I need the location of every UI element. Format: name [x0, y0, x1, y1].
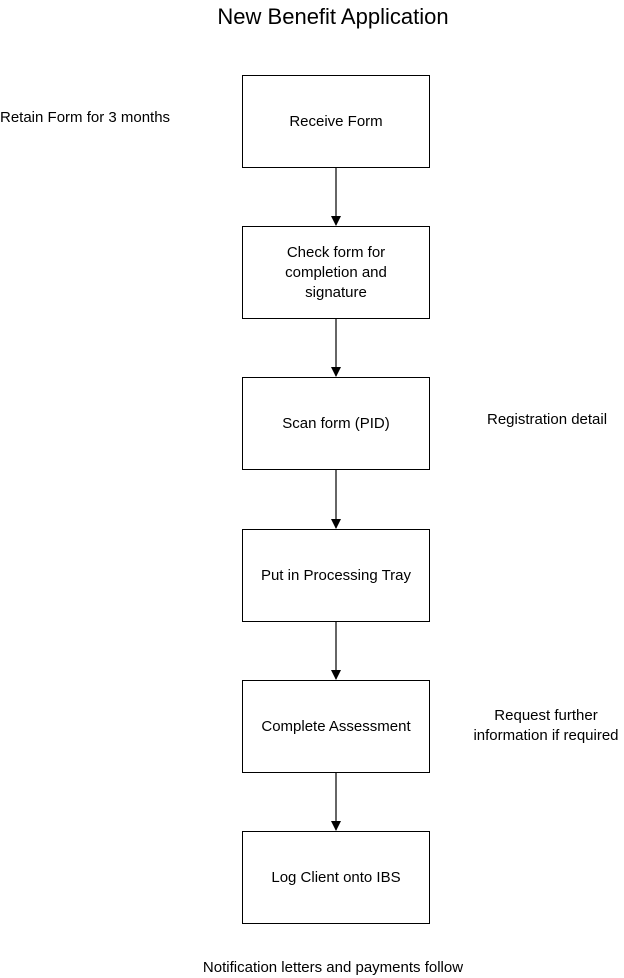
diagram-title: New Benefit Application [217, 4, 449, 29]
step-check-form: Check form for completion and signature [242, 226, 430, 319]
step-log-client: Log Client onto IBS [242, 831, 430, 924]
note-request-line-2: information if required [473, 727, 619, 744]
note-registration-detail: Registration detail [487, 411, 608, 428]
step-complete-assessment: Complete Assessment [242, 680, 430, 773]
step-receive-form: Receive Form [242, 75, 430, 168]
step-scan-form: Scan form (PID) [242, 377, 430, 470]
note-request-line-1: Request further [494, 707, 598, 724]
note-request-information: Request further information if required [468, 706, 624, 746]
note-retain-form: Retain Form for 3 months [0, 109, 171, 126]
step-processing-tray: Put in Processing Tray [242, 529, 430, 622]
note-footer: Notification letters and payments follow [202, 959, 464, 976]
